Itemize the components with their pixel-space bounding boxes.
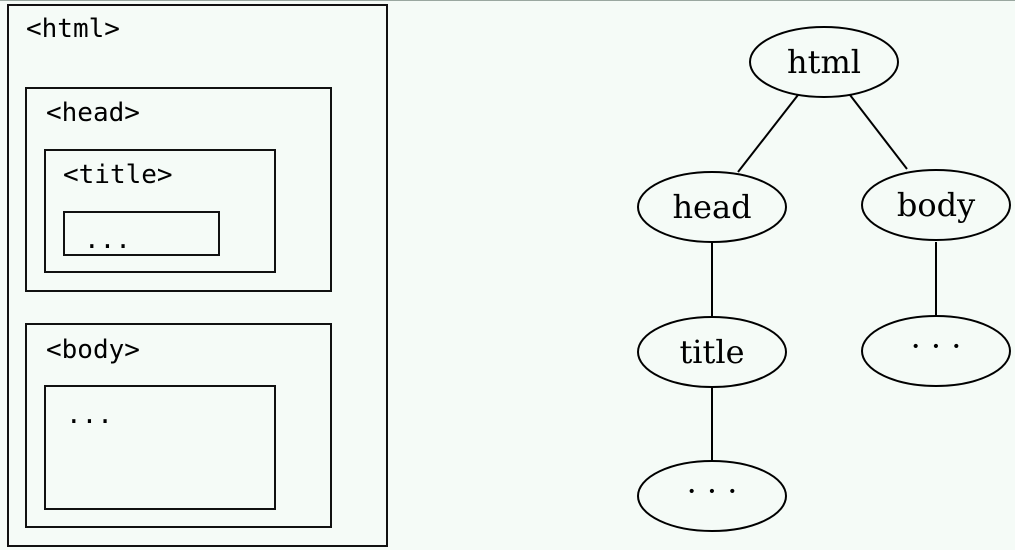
title-box [44,149,276,273]
body-tag-label: <body> [46,335,140,365]
edge-html-body [849,94,908,170]
title-tag-label: <title> [63,160,173,190]
node-title-child: · · · [637,460,787,532]
edge-html-head [737,94,799,173]
node-title-label: title [679,333,744,371]
head-box [25,87,332,292]
node-body-child: · · · [861,315,1011,387]
body-box [25,323,332,528]
node-body-label: body [897,186,975,224]
html-tag-label: <html> [26,14,120,44]
node-body-child-label: · · · [911,327,962,365]
node-head: head [637,171,787,243]
node-body: body [861,169,1011,241]
title-content-text: ... [84,225,131,255]
node-html: html [749,26,899,98]
node-html-label: html [787,43,861,81]
html-box [7,4,388,547]
node-title: title [637,316,787,388]
node-head-label: head [672,188,751,226]
body-content-text: ... [66,400,113,430]
head-tag-label: <head> [46,98,140,128]
body-content-box [44,385,276,510]
node-title-child-label: · · · [687,472,738,510]
title-content-box [63,211,220,256]
